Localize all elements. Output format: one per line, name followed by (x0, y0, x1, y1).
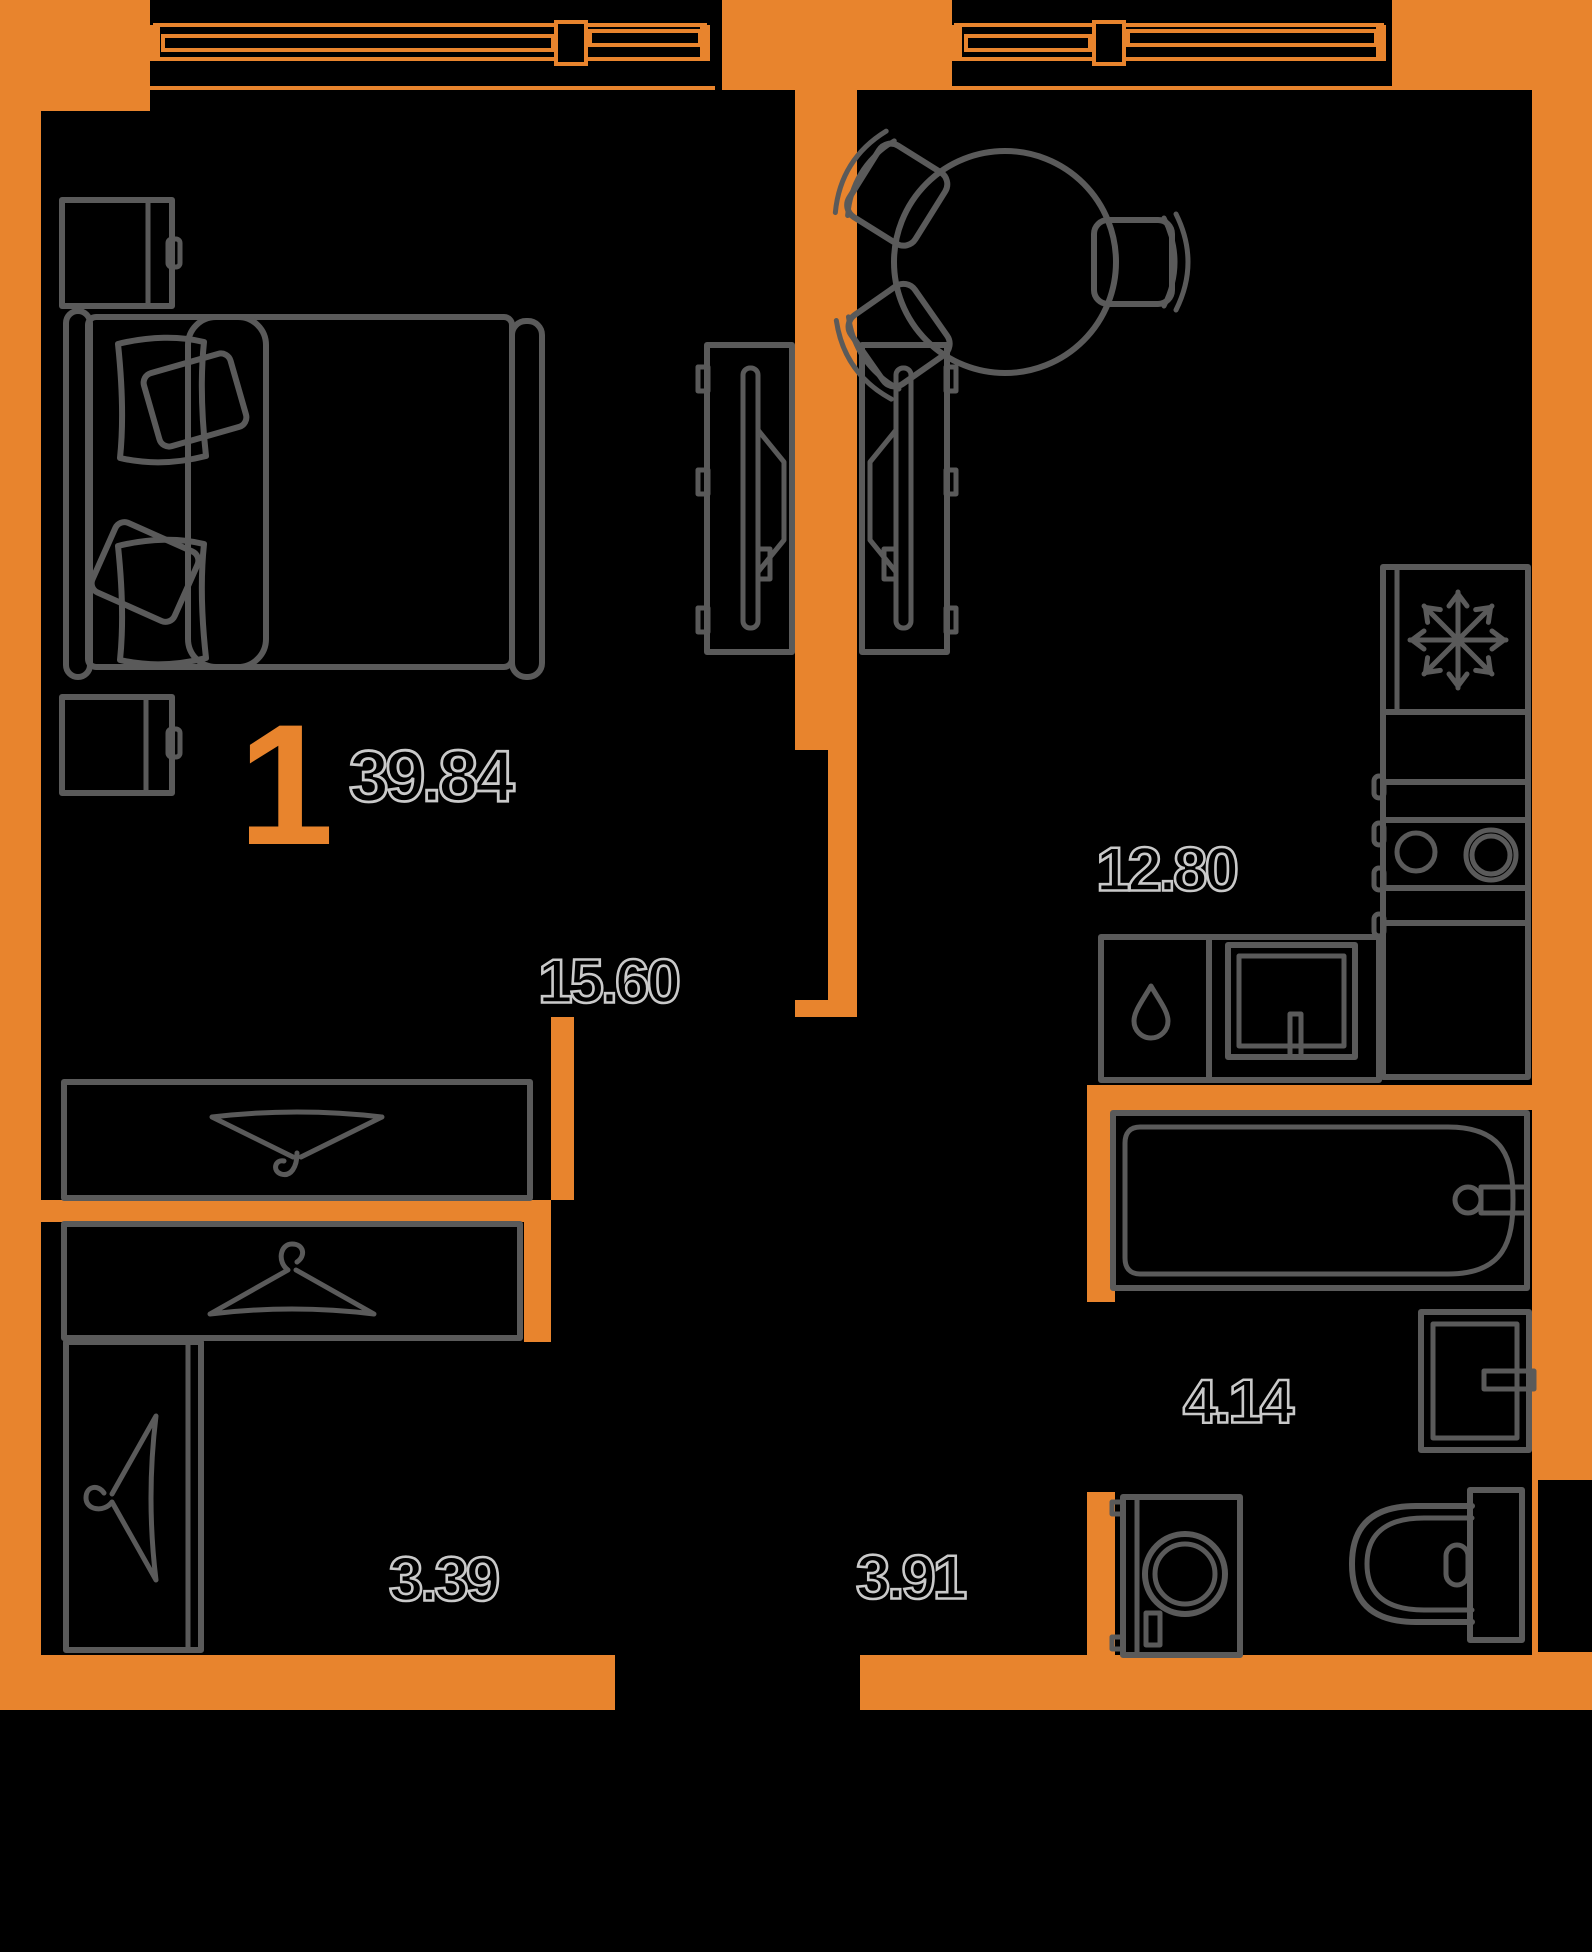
washbasin (1418, 1309, 1537, 1453)
tv-unit-right (859, 342, 959, 655)
tap (1481, 1368, 1537, 1392)
unit-rooms-count: 1 (238, 689, 334, 881)
handle (1371, 820, 1387, 848)
handle (695, 605, 711, 635)
wall-middle-narrow (828, 750, 857, 1002)
handle (165, 726, 183, 760)
tap (1287, 1011, 1304, 1060)
tv-icon (893, 365, 914, 631)
wardrobe-bedroom (61, 1079, 533, 1201)
duvet-fold (185, 314, 269, 670)
water-drop-icon (1131, 983, 1171, 1041)
kitchen-area-label: 12.80 (1095, 834, 1240, 906)
washing-machine (1109, 1494, 1243, 1658)
wall-bottom-left (0, 1655, 615, 1710)
window-pane (161, 34, 555, 52)
handle (1371, 911, 1387, 939)
pillow (115, 334, 209, 466)
window-mullion (1092, 20, 1126, 66)
kitchen-lower-counter (1098, 934, 1382, 1083)
dining-chair (832, 128, 951, 249)
burner-rings-icon (1394, 830, 1438, 874)
drum (1142, 1531, 1228, 1617)
wall-bottom-right (860, 1655, 1592, 1710)
bed (63, 308, 545, 680)
wall-bathroom-lower (1087, 1492, 1115, 1655)
fridge (1380, 564, 1531, 715)
bathtub (1110, 1110, 1530, 1291)
small-pillow (88, 519, 202, 625)
bedroom-window (150, 20, 715, 90)
bathtub-faucet (1478, 1184, 1530, 1216)
hanger-icon (207, 1241, 377, 1317)
handle (943, 364, 959, 394)
wardrobe-hallway (61, 1221, 523, 1341)
kitchen-window (952, 20, 1392, 90)
dining-table (891, 148, 1119, 376)
kitchen-sink (1225, 942, 1358, 1060)
living-room-area-label: 15.60 (537, 946, 682, 1018)
duct-niche (1538, 1480, 1592, 1652)
footboard (509, 318, 545, 680)
handle (943, 467, 959, 497)
handle (1371, 773, 1387, 801)
window-sill-line (150, 86, 715, 90)
wall-top-right-block (1392, 0, 1592, 90)
handle (165, 236, 183, 270)
wall-bathroom-band (1087, 1085, 1532, 1110)
dining-chair (833, 280, 953, 402)
wall-hallway-band (41, 1200, 551, 1222)
cistern (1467, 1487, 1525, 1643)
nightstand-bottom (59, 694, 183, 796)
total-area-label: 39.84 (348, 736, 517, 819)
flush-button (1443, 1542, 1471, 1588)
wall-left (0, 0, 41, 1710)
stove (1380, 817, 1531, 891)
bathroom-area-label: 4.14 (1182, 1366, 1296, 1438)
snowflake-icon (1407, 589, 1509, 691)
handle (1371, 865, 1387, 893)
small-pillow (140, 350, 250, 450)
hanger-icon (209, 1109, 385, 1178)
kitchen-tall-counter (1371, 709, 1531, 1080)
handle (695, 467, 711, 497)
handle (695, 364, 711, 394)
headboard (63, 308, 93, 680)
wall-right (1532, 90, 1592, 1710)
tv-icon (740, 365, 761, 631)
window-pane (1126, 29, 1378, 47)
handle (943, 605, 959, 635)
wall-top-center-block (722, 0, 952, 90)
nightstand-top (59, 197, 183, 309)
window-pane (588, 29, 702, 47)
bowl (1349, 1503, 1475, 1625)
window-pane (964, 34, 1092, 52)
toilet (1349, 1487, 1525, 1643)
window-sill-line (952, 86, 1392, 90)
detergent-drawer (1143, 1610, 1163, 1648)
wall-bedroom-jamb (551, 1017, 574, 1200)
corridor-area-label: 3.91 (855, 1542, 969, 1614)
hanger-icon (83, 1413, 159, 1583)
wall-hallway-vertical (524, 1222, 551, 1342)
bathtub-faucet (1452, 1184, 1484, 1216)
burner-rings-icon (1463, 827, 1519, 883)
dining-chair (1091, 211, 1191, 313)
entrance-door-opening (615, 1655, 860, 1710)
pillow (115, 536, 209, 668)
window-mullion (554, 20, 588, 66)
wardrobe-corner (63, 1339, 204, 1653)
hallway-area-label: 3.39 (388, 1544, 502, 1616)
tv-unit-left (695, 342, 795, 655)
wall-middle-endcap (795, 1000, 857, 1017)
